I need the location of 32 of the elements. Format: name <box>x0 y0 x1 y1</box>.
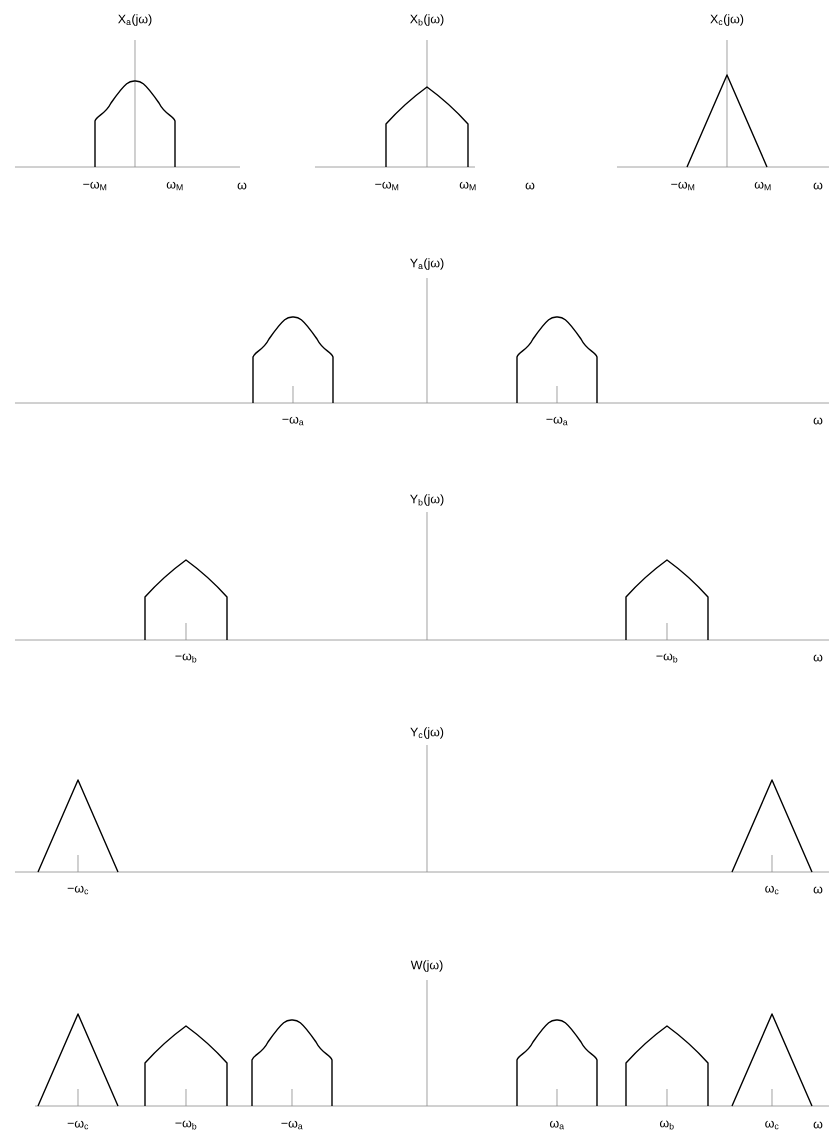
tick-label: −ω$_{b}$ <box>175 653 197 663</box>
tick-label: −ω$_{M}$ <box>83 181 107 191</box>
axis-label: ω <box>237 182 247 190</box>
tick-label: ω$_{c}$ <box>765 1120 779 1130</box>
axis-label: ω <box>813 1121 823 1129</box>
plot-title: W(jω) <box>410 960 443 972</box>
plot-title: Y$_{b}$(jω) <box>410 494 444 506</box>
axis-label: ω <box>813 417 823 425</box>
tick-label: ω$_{M}$ <box>754 181 771 191</box>
axis-label: ω <box>813 654 823 662</box>
plot-title: X$_{a}$(jω) <box>118 14 152 26</box>
tick-label: ω$_{c}$ <box>765 885 779 895</box>
plot-title: X$_{b}$(jω) <box>410 14 444 26</box>
axis-label: ω <box>525 182 535 190</box>
tick-label: −ω$_{b}$ <box>175 1120 197 1130</box>
plot-title: X$_{c}$(jω) <box>710 14 744 26</box>
tick-label: ω$_{M}$ <box>166 181 183 191</box>
tick-label: −ω$_{a}$ <box>546 416 568 426</box>
axis-label: ω <box>813 886 823 894</box>
tick-label: −ω$_{M}$ <box>671 181 695 191</box>
tick-label: −ω$_{c}$ <box>67 885 89 895</box>
tick-label: −ω$_{c}$ <box>67 1120 89 1130</box>
tick-label: ω$_{b}$ <box>659 1120 674 1130</box>
tick-label: ω$_{a}$ <box>549 1120 565 1130</box>
plot-title: Y$_{a}$(jω) <box>410 258 444 270</box>
tick-label: −ω$_{M}$ <box>375 181 399 191</box>
plot-title: Y$_{c}$(jω) <box>410 727 444 739</box>
tick-label: −ω$_{a}$ <box>282 416 304 426</box>
axis-label: ω <box>813 182 823 190</box>
tick-label: −ω$_{b}$ <box>656 653 678 663</box>
tick-label: −ω$_{a}$ <box>281 1120 303 1130</box>
tick-label: ω$_{M}$ <box>459 181 476 191</box>
